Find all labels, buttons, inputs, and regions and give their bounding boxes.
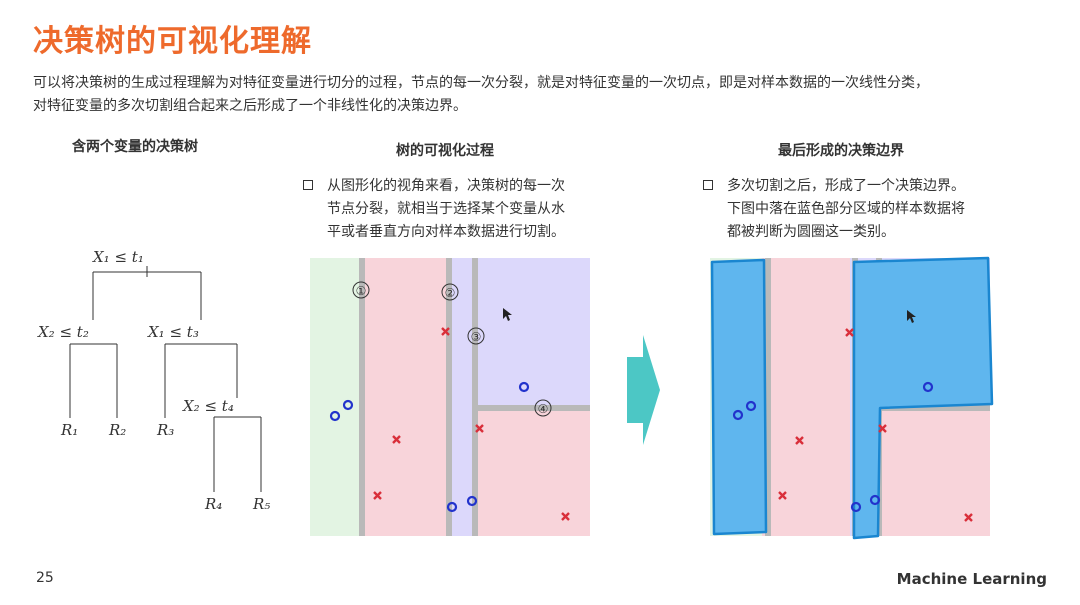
tree-leaf: R₅ — [252, 495, 270, 513]
bullet-square-icon — [703, 180, 713, 190]
arrow-right-icon — [627, 335, 660, 445]
circle-sample — [518, 381, 530, 393]
intro-line-2: 对特征变量的多次切割组合起来之后形成了一个非线性化的决策边界。 — [33, 98, 467, 114]
circle-sample — [329, 410, 341, 422]
tree-leaf: R₂ — [108, 421, 126, 439]
brand-label: Machine Learning — [896, 570, 1047, 588]
tree-heading: 含两个变量的决策树 — [72, 139, 198, 155]
cross-sample — [845, 328, 854, 337]
process-bullet-line-2: 节点分裂，就相当于选择某个变量从水 — [327, 201, 565, 217]
circle-sample — [466, 495, 478, 507]
process-bullet-line-3: 平或者垂直方向对样本数据进行切割。 — [327, 224, 565, 240]
decision-tree-diagram: X₁ ≤ t₁ X₂ ≤ t₂ X₁ ≤ t₃ X₂ ≤ t₄ R₁ R₂ R₃… — [37, 248, 270, 513]
cross-sample — [392, 435, 401, 444]
circle-sample — [869, 494, 881, 506]
process-bullet: 从图形化的视角来看，决策树的每一次 节点分裂，就相当于选择某个变量从水 平或者垂… — [303, 175, 623, 244]
page-number: 25 — [36, 570, 54, 586]
cross-sample — [561, 512, 570, 521]
boundary-bullet-line-3: 都被判断为圆圈这一类别。 — [727, 224, 895, 240]
cross-sample — [475, 424, 484, 433]
cross-sample — [795, 436, 804, 445]
process-bullet-line-1: 从图形化的视角来看，决策树的每一次 — [327, 178, 565, 194]
decision-boundary-plot — [710, 256, 994, 540]
cut-label: ③ — [471, 330, 482, 344]
cut-label: ② — [445, 286, 456, 300]
tree-leaf: R₄ — [204, 495, 222, 513]
intro-line-1: 可以将决策树的生成过程理解为对特征变量进行切分的过程，节点的每一次分裂，就是对特… — [33, 75, 929, 91]
boundary-bullet: 多次切割之后，形成了一个决策边界。 下图中落在蓝色部分区域的样本数据将 都被判断… — [703, 175, 1023, 244]
blue-region — [852, 256, 994, 540]
cross-sample — [441, 327, 450, 336]
process-heading: 树的可视化过程 — [396, 143, 494, 159]
cursor-icon — [907, 310, 916, 323]
cut-label: ④ — [538, 402, 549, 416]
cross-sample — [964, 513, 973, 522]
cross-sample — [878, 424, 887, 433]
circle-sample — [745, 400, 757, 412]
intro-paragraph: 可以将决策树的生成过程理解为对特征变量进行切分的过程，节点的每一次分裂，就是对特… — [33, 72, 1053, 118]
cross-sample — [373, 491, 382, 500]
boundary-bullet-line-2: 下图中落在蓝色部分区域的样本数据将 — [727, 201, 965, 217]
tree-right-node: X₁ ≤ t₃ — [147, 323, 199, 341]
tree-right-right-node: X₂ ≤ t₄ — [182, 397, 234, 415]
boundary-heading: 最后形成的决策边界 — [778, 143, 904, 159]
cursor-icon — [503, 308, 512, 321]
circle-sample — [850, 501, 862, 513]
circle-sample — [922, 381, 934, 393]
bullet-square-icon — [303, 180, 313, 190]
cut-label: ① — [356, 284, 367, 298]
partition-process-plot: ① ② ③ ④ — [310, 258, 590, 536]
circle-sample — [446, 501, 458, 513]
tree-leaf: R₁ — [60, 421, 78, 439]
tree-left-node: X₂ ≤ t₂ — [37, 323, 89, 341]
circle-sample — [342, 399, 354, 411]
tree-root-node: X₁ ≤ t₁ — [92, 248, 144, 266]
tree-leaf: R₃ — [156, 421, 174, 439]
circle-sample — [732, 409, 744, 421]
boundary-bullet-line-1: 多次切割之后，形成了一个决策边界。 — [727, 178, 965, 194]
cross-sample — [778, 491, 787, 500]
blue-region — [710, 258, 768, 536]
slide-title: 决策树的可视化理解 — [33, 24, 312, 59]
